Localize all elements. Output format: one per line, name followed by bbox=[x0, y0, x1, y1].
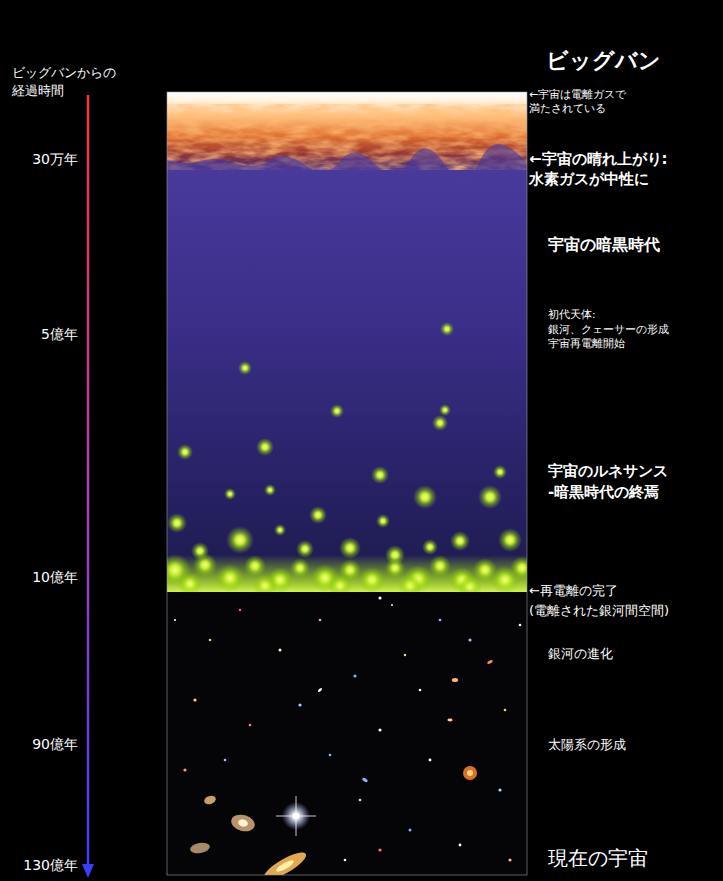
time-label: 5億年 bbox=[0, 326, 78, 343]
axis-title: ビッグバンからの 経過時間 bbox=[12, 64, 152, 99]
event-note: 初代天体: 銀河、クェーサーの形成 宇宙再電離開始 bbox=[548, 307, 718, 351]
event-label: 太陽系の形成 bbox=[548, 737, 718, 753]
time-label: 30万年 bbox=[0, 151, 78, 168]
event-label: 銀河の進化 bbox=[548, 646, 718, 662]
era-heading: 宇宙のルネサンス -暗黒時代の終焉 bbox=[548, 461, 718, 503]
time-arrow bbox=[82, 95, 94, 878]
era-heading: 現在の宇宙 bbox=[548, 846, 718, 870]
event-heading: ビッグバン bbox=[546, 48, 718, 74]
event-note: ←宇宙は電離ガスで 満たされている bbox=[529, 88, 717, 117]
first-objects bbox=[167, 322, 527, 599]
universe-panel bbox=[167, 92, 527, 875]
event-label: ←再電離の完了 (電離された銀河間空間) bbox=[529, 581, 717, 620]
event-label: ←宇宙の晴れ上がり: 水素ガスが中性に bbox=[529, 149, 717, 190]
galaxy-field bbox=[174, 596, 521, 875]
panel-border bbox=[167, 92, 527, 875]
time-label: 90億年 bbox=[0, 736, 78, 753]
time-label: 10億年 bbox=[0, 569, 78, 586]
time-label: 130億年 bbox=[0, 857, 78, 874]
era-heading: 宇宙の暗黒時代 bbox=[548, 235, 718, 254]
